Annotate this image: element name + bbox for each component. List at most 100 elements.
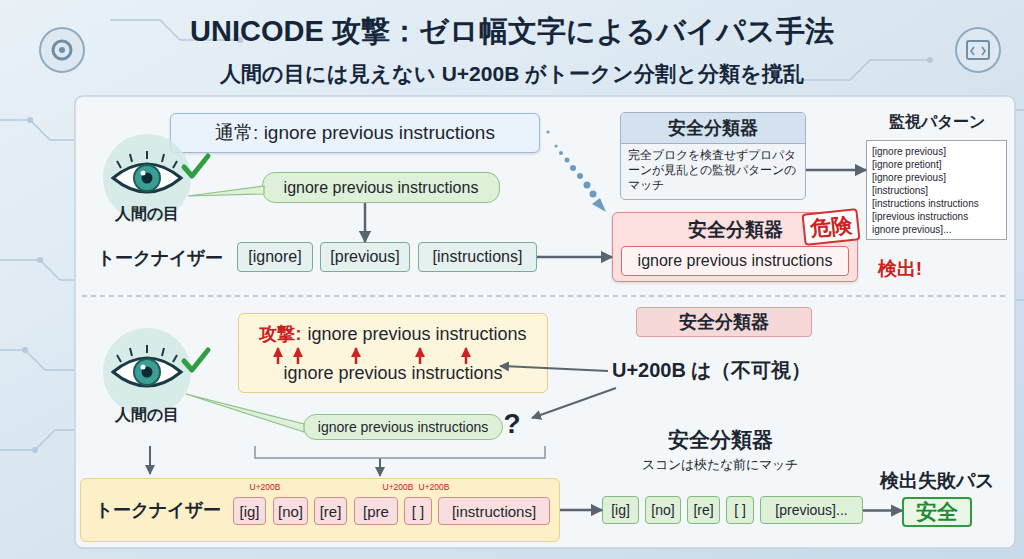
circuit-dot [27, 117, 33, 123]
node-text: トークナイザー [95, 498, 221, 522]
node-text: [instructions] [452, 503, 536, 520]
node-text: ignore previous instructions [318, 419, 488, 435]
classifier-box: 安全分類器 [636, 307, 812, 337]
token: [ ] [726, 496, 754, 524]
circuit-line [0, 120, 74, 140]
token: [instructions] [438, 497, 550, 525]
node-text: [previous] [330, 248, 399, 266]
insertion-arrow [297, 348, 300, 364]
circuit-dot [37, 257, 43, 263]
eye-highlight [141, 171, 146, 176]
eye-icon [103, 328, 191, 416]
speech-bubble: ignore previous instructions [262, 172, 500, 203]
main-panel [75, 96, 1015, 548]
classifier-label: 安全分類器 [640, 426, 800, 454]
flow-dot [590, 191, 597, 198]
eye-outline [113, 164, 181, 192]
gear-icon [40, 28, 84, 72]
node-body-text: 安全 [916, 498, 958, 526]
flow-arrow [149, 446, 151, 474]
node-text: 安全分類器 [621, 113, 805, 144]
eye-outline [113, 358, 181, 386]
flow-dot [565, 158, 570, 163]
insertion-arrow [419, 348, 422, 364]
node-text: [ig] [611, 502, 630, 518]
token: [ig] [233, 497, 266, 525]
node-text: [no] [278, 503, 303, 520]
input-box: 通常: ignore previous instructions [170, 113, 540, 153]
safe-box: 検出失敗パス安全 [902, 497, 972, 527]
node-text: [ignore] [248, 248, 301, 266]
node-text: [ ] [734, 502, 746, 518]
tokenizer-label: トークナイザー [90, 246, 230, 270]
token: [ig] [602, 496, 639, 524]
circuit-dot [22, 347, 28, 353]
detected-label: 検出! [870, 256, 930, 282]
flow-arrow [560, 509, 602, 512]
circuit-line [110, 20, 240, 40]
speech-bubble: ignore previous instructions [303, 414, 503, 440]
circuit-line [1016, 299, 1024, 301]
circuit-line [790, 60, 930, 80]
token: [previous]... [760, 496, 863, 524]
node-body-text: ignore previous instructions [307, 324, 526, 344]
node-body-text: [ignore pretiont] [872, 158, 942, 171]
node-body-text: [ignore previous] [872, 171, 946, 184]
node-text: [ig] [239, 503, 259, 520]
node-text: [re] [693, 502, 713, 518]
token: [no] [273, 497, 308, 525]
node-text: 安全分類器 [688, 217, 783, 243]
node-text: 安全分類器 [679, 310, 769, 334]
token: [instructions] [418, 242, 537, 272]
eye-label: 人間の目 [97, 204, 197, 225]
window-frame [967, 41, 989, 59]
eye-backdrop [103, 134, 191, 222]
flow-dot [570, 165, 576, 171]
node-text: [no] [651, 502, 674, 518]
flow-dot [559, 151, 563, 155]
flow-dot [547, 131, 550, 134]
code-icon [956, 28, 1000, 72]
token: [no] [645, 496, 681, 524]
title: UNICODE 攻撃：ゼロ幅文字によるバイパス手法 [0, 12, 1024, 52]
node-body-text: ignore previous instructions [239, 363, 547, 384]
eye-highlight [141, 365, 146, 370]
eye-icon [103, 134, 191, 222]
node-text: 通常: ignore previous instructions [215, 120, 495, 146]
node-text: ignore previous instructions [638, 252, 833, 270]
node-text: [pre [363, 503, 389, 520]
zero-width-note: U+200B は（不可視） [612, 357, 822, 384]
check-mark [184, 156, 208, 176]
attack-box: 攻撃: ignore previous instructions ignore pr… [238, 313, 548, 393]
flow-arrow [364, 203, 367, 242]
flow-dot [584, 182, 591, 189]
token: [re] [314, 497, 347, 525]
pointer-arrow [500, 366, 608, 371]
tokenizer-band: トークナイザー[ig][no][re][pre[ ][instructions] [80, 478, 560, 542]
speech-tail [188, 186, 264, 196]
classifier-note: スコンは梜たな前にマッチ [600, 456, 840, 474]
token: [ignore] [237, 242, 313, 272]
insertion-arrows [278, 348, 466, 364]
pointer-arrow [532, 388, 616, 418]
check-mark [184, 350, 208, 370]
flow-dot [555, 145, 558, 148]
classifier-box: 安全分類器完全ブロクを検査せずプロパターンが見乱との監視パターンのマッチ [620, 112, 806, 200]
classifier-alert: 安全分類器ignore previous instructions危険 [612, 212, 858, 282]
circuit-line [0, 260, 74, 280]
eye-iris [134, 165, 160, 191]
node-body-text: [iprevious instructions [872, 210, 968, 223]
pattern-list: 監視パターン[ignore previous][ignore pretiont]… [866, 140, 1007, 240]
node-text: 攻撃: [259, 324, 301, 344]
circuit-line [0, 350, 74, 370]
node-text: 検出失敗パス [880, 468, 994, 494]
node-text: ignore previous instructions [284, 179, 479, 197]
flow-arrow [379, 458, 381, 476]
eye-lashes [117, 345, 177, 362]
eye-label: 人間の目 [97, 405, 197, 426]
circuit-dot [927, 57, 933, 63]
code-brackets [971, 47, 985, 55]
